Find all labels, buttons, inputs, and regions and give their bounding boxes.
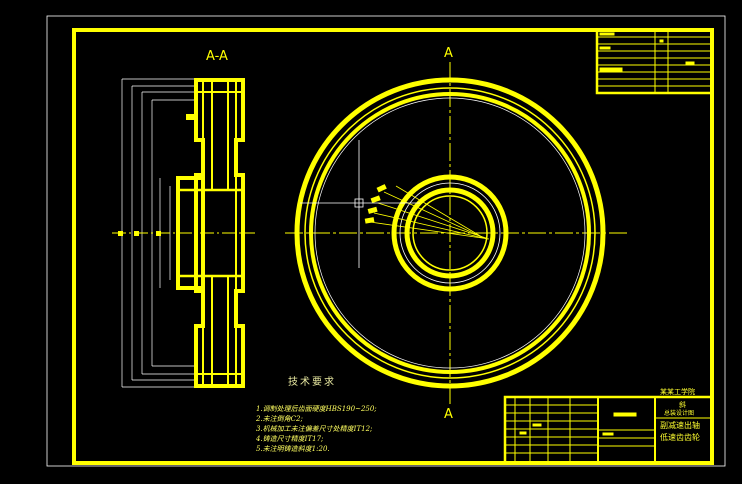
cut-label-bottom: A <box>444 407 453 422</box>
outer-rim <box>294 77 606 389</box>
note-item: 3.机械加工未注偏差尺寸处精度IT12; <box>256 425 373 433</box>
title-block-frame <box>503 395 714 465</box>
front-view <box>285 62 630 405</box>
technical-notes: 1.调制处理后齿面硬度HBS190~250; 2.未注倒角C2; 3.机械加工未… <box>256 406 377 453</box>
outer-border <box>46 15 726 467</box>
hub-outer <box>391 174 509 292</box>
title-block-school: 某某工学院 <box>660 388 695 396</box>
note-item: 2.未注倒角C2; <box>256 415 303 423</box>
note-item: 4.铸造尺寸精度IT17; <box>256 435 324 443</box>
parameter-table <box>595 28 714 95</box>
section-label: A-A <box>206 49 228 64</box>
note-item: 1.调制处理后齿面硬度HBS190~250; <box>256 405 377 413</box>
leader-lines <box>369 185 490 240</box>
title-block-name1: 副减速出轴 <box>660 421 700 430</box>
section-view <box>112 78 255 388</box>
title-block-part: 斜 <box>679 401 686 409</box>
title-block-line2: 总装设计图 <box>664 410 695 417</box>
note-item: 5.未注明铸造斜度1:20. <box>256 445 330 453</box>
cut-label-top: A <box>444 46 453 61</box>
cursor-crosshair <box>300 140 420 268</box>
leader-labels <box>364 184 387 224</box>
drawing-frame <box>72 28 714 465</box>
title-block-name2: 低速齿齿轮 <box>660 433 700 442</box>
gear-section-outline <box>176 78 245 388</box>
notes-title: 技术要求 <box>288 377 336 388</box>
bore <box>404 187 496 279</box>
